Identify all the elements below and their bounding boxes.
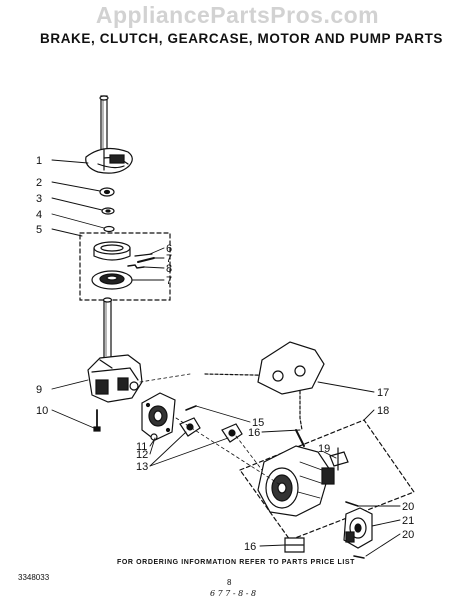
callout-13: 13	[136, 461, 148, 473]
document-number: 3348033	[18, 573, 50, 582]
brake-shaft	[99, 95, 109, 157]
part-9-gearcase	[87, 354, 143, 403]
watermark: AppliancePartsPros.com	[95, 2, 380, 28]
part-1-brake-cam	[85, 147, 133, 174]
part-16-bar	[284, 537, 305, 553]
callout-19: 19	[318, 443, 330, 455]
callout-18: 18	[377, 405, 389, 417]
page-number: 8	[227, 578, 232, 587]
part-16-lever	[204, 373, 305, 447]
motor	[257, 445, 335, 517]
page-title: BRAKE, CLUTCH, GEARCASE, MOTOR AND PUMP …	[40, 31, 444, 46]
callout-11: 11	[136, 441, 147, 453]
part-10-bolt	[93, 409, 101, 432]
callout-12: 12	[136, 449, 148, 461]
callout-16b: 16	[244, 541, 256, 553]
part-3-washer	[101, 207, 115, 215]
leader-lines	[51, 159, 401, 557]
gearcase-shaft	[102, 297, 113, 361]
callout-10: 10	[36, 405, 48, 417]
callout-20a: 20	[402, 501, 414, 513]
ordering-note: FOR ORDERING INFORMATION REFER TO PARTS …	[117, 559, 356, 566]
callout-9: 9	[36, 384, 42, 396]
part-13-coupling	[179, 417, 243, 443]
handwritten-note: 6 7 7 - 8 - 8	[210, 589, 257, 598]
part-19-clip	[329, 447, 349, 471]
part-17-gasket	[257, 341, 325, 395]
callout-6: 6	[166, 243, 172, 255]
part-18-motor-group-box	[239, 419, 415, 541]
callout-8: 8	[166, 263, 172, 275]
callout-1: 1	[36, 155, 42, 167]
alignment-lines	[139, 373, 283, 487]
part-20-clamp	[353, 555, 365, 559]
callout-2: 2	[36, 177, 42, 189]
callout-labels: 1 2 3 4 5 6 7 8 7 9 10 11 12 13 15 16 17…	[36, 155, 414, 553]
part-11-washer	[150, 433, 158, 441]
part-5-clutch-group-box	[79, 232, 171, 301]
part-2-nut	[99, 187, 115, 197]
part-20-screw	[345, 501, 359, 507]
callout-17: 17	[377, 387, 389, 399]
callout-21: 21	[402, 515, 414, 527]
callout-7b: 7	[166, 275, 172, 287]
callout-5: 5	[36, 224, 42, 236]
callout-4: 4	[36, 209, 42, 221]
part-21-pump	[343, 507, 373, 549]
callout-16a: 16	[248, 427, 260, 439]
callout-15: 15	[252, 417, 264, 429]
callout-3: 3	[36, 193, 42, 205]
callout-20b: 20	[402, 529, 414, 541]
callout-7a: 7	[166, 253, 172, 265]
part-4-washer	[103, 225, 115, 233]
part-12-cover-plate	[141, 392, 176, 441]
part-15-screw	[185, 405, 197, 411]
